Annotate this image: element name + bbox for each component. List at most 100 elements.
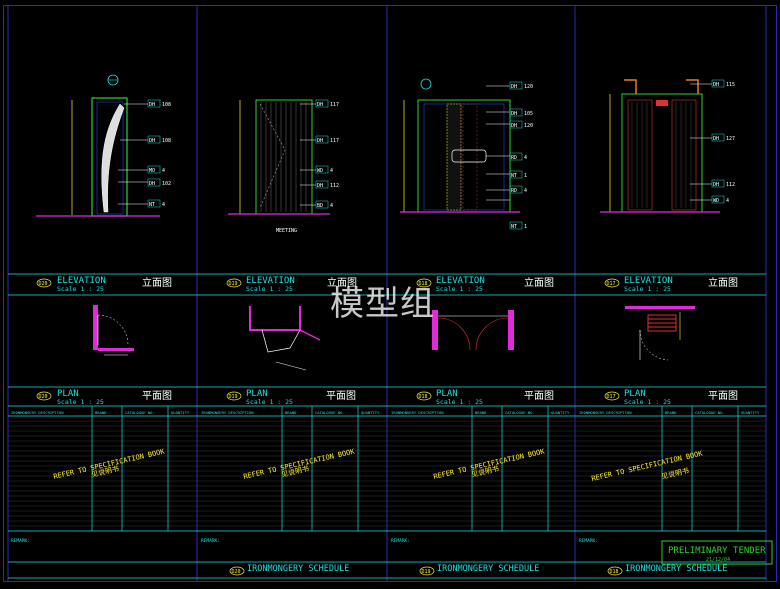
schedule-header-description: IRONMONGERY DESCRIPTION <box>11 410 64 415</box>
d20-tag-2: DH <box>149 138 155 144</box>
elevation-title-d17: D17 ELEVATION Scale 1 : 25 立面图 <box>604 276 738 293</box>
d17-tag-4-num: 4 <box>726 198 729 204</box>
d17-tag-2: DH <box>713 136 719 142</box>
plan-code-d20: D20 <box>39 394 48 400</box>
d18-tag-7-num: 1 <box>524 224 527 230</box>
d19-tag-4-num: 112 <box>330 183 339 189</box>
elevation-title-d18: D18 ELEVATION Scale 1 : 25 立面图 <box>416 276 554 293</box>
d19-tag-3: WD <box>317 168 323 174</box>
plan-d20 <box>93 305 134 356</box>
schedule-d18: IRONMONGERY DESCRIPTION BRAND CATALOGUE … <box>391 410 570 544</box>
plan-code-d17: D17 <box>607 394 616 400</box>
elevation-code-d17: D17 <box>607 281 616 287</box>
d19-tag-4: DH <box>317 183 323 189</box>
schedule-label-d20: IRONMONGERY SCHEDULE <box>247 564 349 574</box>
d18-tag-4: RD <box>511 155 517 161</box>
elevation-scale-d19: Scale 1 : 25 <box>246 285 293 293</box>
d19-tag-2-num: 117 <box>330 138 339 144</box>
plan-label-cn-d19: 平面图 <box>326 390 356 402</box>
d19-tag-1: DH <box>317 102 323 108</box>
plan-label-cn-d17: 平面图 <box>708 390 738 402</box>
plan-titles: D20 PLAN Scale 1 : 25 平面图 D19 PLAN Scale… <box>36 389 738 406</box>
plan-label-cn-d18: 平面图 <box>524 390 554 402</box>
d18-tag-1: DH <box>511 84 517 90</box>
schedule-rules <box>8 420 766 527</box>
schedule-remark: REMARK: <box>579 538 598 544</box>
panel-grid <box>7 5 767 581</box>
schedule-d20: IRONMONGERY DESCRIPTION BRAND CATALOGUE … <box>11 410 190 544</box>
schedule-header-description: IRONMONGERY DESCRIPTION <box>579 410 632 415</box>
schedule-remark: REMARK: <box>391 538 410 544</box>
elevation-label-d20: ELEVATION <box>57 276 106 286</box>
d17-tag-2-num: 127 <box>726 136 735 142</box>
sheet-border <box>3 5 777 582</box>
schedule-header-quantity: QUANTITY <box>171 410 190 415</box>
d20-tag-3-num: 4 <box>162 168 165 174</box>
elevation-code-d18: D18 <box>419 281 428 287</box>
elevation-scale-d17: Scale 1 : 25 <box>624 285 671 293</box>
elevation-d19: DH 117 DH 117 WD 4 DH 112 BD 4 MEETING <box>228 99 339 234</box>
schedule-title-d19: D19 IRONMONGERY SCHEDULE <box>419 564 539 576</box>
elevation-label-d18: ELEVATION <box>436 276 485 286</box>
plan-scale-d18: Scale 1 : 25 <box>436 398 483 406</box>
d18-tag-4-num: 4 <box>524 155 527 161</box>
elevation-code-d19: D19 <box>229 281 238 287</box>
elevation-label-cn-d19: 立面图 <box>327 276 357 289</box>
plan-title-d17: D17 PLAN Scale 1 : 25 平面图 <box>604 389 738 406</box>
d18-tag-3: DH <box>511 123 517 129</box>
schedule-frame <box>8 406 766 532</box>
d17-tag-3: DH <box>713 182 719 188</box>
d18-tag-7: NT <box>511 224 517 230</box>
plan-scale-d17: Scale 1 : 25 <box>624 398 671 406</box>
elevation-code-d20: D20 <box>39 281 48 287</box>
elevation-scale-d18: Scale 1 : 25 <box>436 285 483 293</box>
elevation-label-cn-d18: 立面图 <box>524 276 554 289</box>
d18-tag-6-num: 4 <box>524 188 527 194</box>
schedule-title-d20: D20 IRONMONGERY SCHEDULE <box>229 564 349 576</box>
schedule-titles: D20 IRONMONGERY SCHEDULE D19 IRONMONGERY… <box>229 564 727 576</box>
d20-tag-4-num: 102 <box>162 181 171 187</box>
d20-tag-3: MO <box>149 168 155 174</box>
plan-scale-d19: Scale 1 : 25 <box>246 398 293 406</box>
elevation-label-d17: ELEVATION <box>624 276 673 286</box>
d18-tag-1-num: 120 <box>524 84 533 90</box>
d20-tag-5-num: 4 <box>162 202 165 208</box>
plan-label-d17: PLAN <box>624 389 646 399</box>
schedule-header-quantity: QUANTITY <box>361 410 380 415</box>
tender-stamp: PRELIMINARY TENDER 21/12/04 <box>661 540 773 565</box>
schedule-header-quantity: QUANTITY <box>551 410 570 415</box>
schedule-code-d18: D18 <box>610 569 619 575</box>
elevation-d17: DH 115 DH 127 DH 112 WD 4 <box>600 79 735 213</box>
schedule-header-brand: BRAND <box>665 410 677 415</box>
d18-tag-2-num: 105 <box>524 111 533 117</box>
plan-label-d19: PLAN <box>246 389 268 399</box>
d17-tag-3-num: 112 <box>726 182 735 188</box>
schedule-note-cn: 见说明书 <box>660 466 689 481</box>
tender-stamp-date: 21/12/04 <box>706 557 730 563</box>
schedule-remark: REMARK: <box>201 538 220 544</box>
row-lines <box>8 273 766 579</box>
d18-tag-6: RD <box>511 188 517 194</box>
d19-tag-2: DH <box>317 138 323 144</box>
elevation-label-cn-d17: 立面图 <box>708 276 738 289</box>
plan-title-d18: D18 PLAN Scale 1 : 25 平面图 <box>416 389 554 406</box>
schedule-header-quantity: QUANTITY <box>741 410 760 415</box>
elevation-title-d19: D19 ELEVATION Scale 1 : 25 立面图 <box>226 276 357 293</box>
d20-tag-1: DH <box>149 102 155 108</box>
schedule-header-description: IRONMONGERY DESCRIPTION <box>391 410 444 415</box>
schedule-label-d18: IRONMONGERY SCHEDULE <box>625 564 727 574</box>
d18-tag-5-num: 1 <box>524 173 527 179</box>
d19-tag-3-num: 4 <box>330 168 333 174</box>
plan-scale-d20: Scale 1 : 25 <box>57 398 104 406</box>
schedule-header-catalogue: CATALOGUE NO. <box>505 410 535 415</box>
plan-label-cn-d20: 平面图 <box>142 390 172 402</box>
schedule-code-d20: D20 <box>232 569 241 575</box>
d18-tag-2: DH <box>511 111 517 117</box>
elevation-title-d20: D20 ELEVATION Scale 1 : 25 立面图 <box>36 276 172 293</box>
d19-tag-1-num: 117 <box>330 102 339 108</box>
elevation-d18: DH 120 DH 105 DH 120 RD 4 NT 1 RD 4 NT 1 <box>400 78 533 230</box>
elevation-d20: DH 108 DH 108 MO 4 DH 102 NT 4 <box>36 74 171 217</box>
d19-caption: MEETING <box>276 228 297 234</box>
plan-label-d18: PLAN <box>436 389 458 399</box>
